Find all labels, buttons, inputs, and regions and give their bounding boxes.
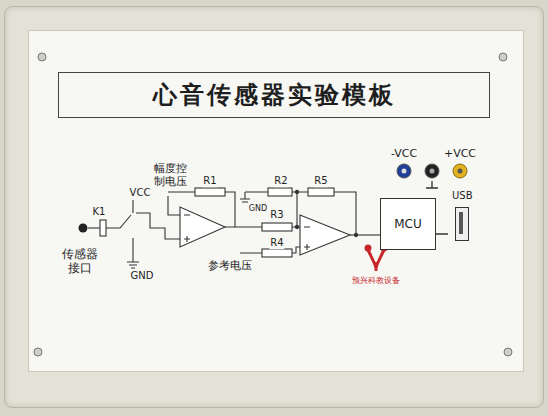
maker-mark: 预兴科教设备	[351, 276, 401, 285]
resistor-symbol	[268, 188, 292, 196]
ground-label: GND	[130, 270, 155, 282]
part-name: K1	[92, 206, 107, 218]
screw	[34, 348, 42, 356]
jack-hole	[430, 169, 435, 174]
jack-plus	[453, 164, 467, 178]
wire	[296, 192, 297, 227]
part-name: R3	[269, 209, 284, 221]
jack-hole	[402, 169, 407, 174]
panel-title: 心音传感器实验模板	[153, 79, 396, 111]
resistor-symbol	[195, 188, 225, 196]
junction-dot	[354, 233, 357, 236]
logo-stroke	[375, 262, 378, 271]
junction-dot	[295, 190, 298, 193]
supply-label: VCC	[129, 187, 152, 199]
jack-hole	[458, 169, 463, 174]
opamp-signs	[184, 215, 190, 242]
jack-minus	[397, 164, 411, 178]
screw	[504, 348, 512, 356]
jack-ground	[425, 164, 439, 178]
sensor-jack	[79, 224, 88, 233]
part-name: R5	[313, 175, 328, 187]
opamp-signs	[304, 227, 310, 250]
usb-tongue	[459, 212, 463, 234]
screws	[34, 53, 512, 356]
part-name: R2	[273, 175, 288, 187]
screw	[499, 53, 507, 61]
opamp-symbol	[180, 207, 225, 247]
wire	[168, 196, 180, 215]
opamp-symbol	[300, 215, 350, 255]
wire	[132, 200, 133, 262]
port-label: 传感器接口	[60, 248, 100, 276]
resistor-symbol	[308, 188, 334, 196]
connector-line	[436, 233, 448, 235]
mcu-box: MCU	[380, 198, 436, 250]
part-name: R4	[269, 237, 284, 249]
switch-blade	[106, 215, 131, 228]
resistor-symbol	[262, 223, 292, 231]
jack-label: -VCC	[390, 148, 418, 161]
switch-body	[100, 220, 106, 236]
signal-label: 幅度控制电压	[151, 163, 189, 188]
usb-port: USB	[448, 190, 477, 254]
wires	[88, 188, 380, 268]
connector-wire	[436, 234, 448, 235]
title-band: 心音传感器实验模板	[58, 72, 490, 118]
wire	[136, 213, 180, 239]
ground-symbol	[240, 192, 250, 202]
screw	[38, 53, 46, 61]
ground-label: GND	[248, 204, 268, 213]
signal-label: 参考电压	[207, 260, 253, 273]
node-text: MCU	[394, 217, 422, 231]
wire	[88, 227, 100, 228]
ground-symbol	[127, 262, 139, 268]
logo-dot	[365, 245, 372, 252]
ground-symbol	[426, 181, 438, 188]
junction-dot	[295, 225, 298, 228]
usb-socket	[455, 207, 469, 241]
jack-label: +VCC	[443, 148, 477, 161]
resistor-symbol	[262, 249, 292, 257]
part-name: R1	[202, 175, 217, 187]
node-text: USB	[452, 190, 473, 201]
